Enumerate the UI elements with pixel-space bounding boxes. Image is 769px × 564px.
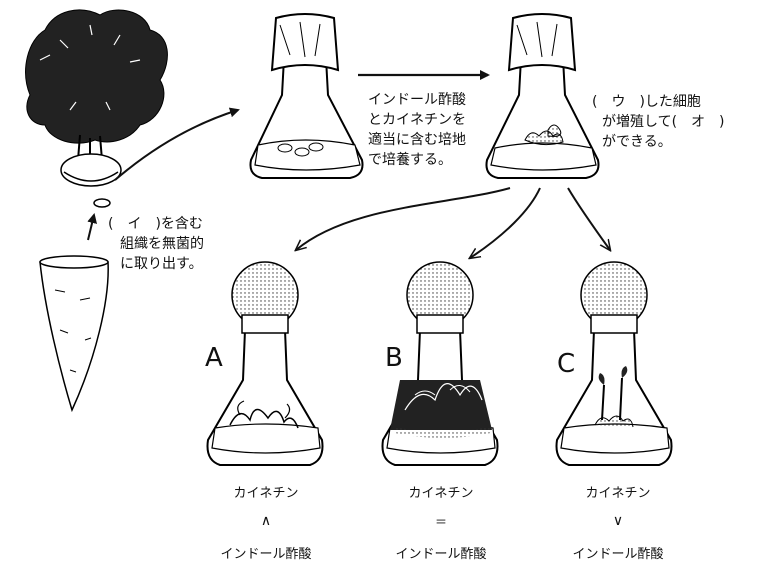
excise-text-line-3: に取り出す。 bbox=[120, 256, 203, 272]
excise-text-line-1: ( イ )を含む bbox=[108, 216, 203, 232]
carrot-root-icon bbox=[39, 255, 109, 413]
flask-a-letter: A bbox=[205, 343, 223, 373]
excise-text-line-2: 組織を無菌的 bbox=[120, 236, 204, 252]
flask-a-bottom-label: インドール酢酸 bbox=[220, 547, 312, 562]
culture-text-line-1: インドール酢酸 bbox=[368, 92, 466, 108]
arrow-tissue-to-flask bbox=[114, 107, 240, 181]
flask-b bbox=[381, 261, 499, 466]
flask-a-top-label: カイネチン bbox=[233, 486, 299, 501]
callus-text-line-3: ができる。 bbox=[602, 134, 672, 150]
culture-text-line-3: 適当に含む培地 bbox=[368, 132, 466, 148]
arrow-to-flask-a bbox=[296, 187, 511, 250]
tissue-piece-icon bbox=[93, 198, 111, 208]
arrow-root-to-tissue bbox=[87, 213, 97, 241]
flask-a bbox=[206, 261, 324, 466]
culture-text-line-4: で培養する。 bbox=[368, 152, 452, 168]
flask-b-bottom-label: インドール酢酸 bbox=[395, 547, 487, 562]
flask-callus bbox=[485, 13, 600, 179]
carrot-plant-icon bbox=[25, 9, 168, 187]
flask-a-relation: ∧ bbox=[260, 513, 272, 529]
flask-c-top-label: カイネチン bbox=[585, 486, 651, 501]
flask-b-relation: ＝ bbox=[434, 515, 447, 529]
flask-c-letter: C bbox=[557, 349, 576, 379]
flask-c-relation: ∨ bbox=[612, 513, 624, 529]
callus-text-line-1: ( ウ )した細胞 bbox=[592, 94, 701, 110]
flask-initial-culture bbox=[249, 13, 364, 179]
flask-b-top-label: カイネチン bbox=[408, 486, 474, 501]
callus-text-line-2: が増殖して( オ ) bbox=[602, 114, 725, 130]
culture-text-line-2: とカイネチンを bbox=[368, 112, 466, 128]
flask-c-bottom-label: インドール酢酸 bbox=[572, 547, 664, 562]
arrow-to-flask-b bbox=[470, 187, 541, 258]
flask-b-letter: B bbox=[385, 343, 403, 373]
arrow-to-flask-c bbox=[567, 187, 610, 250]
flask-c bbox=[555, 261, 673, 466]
